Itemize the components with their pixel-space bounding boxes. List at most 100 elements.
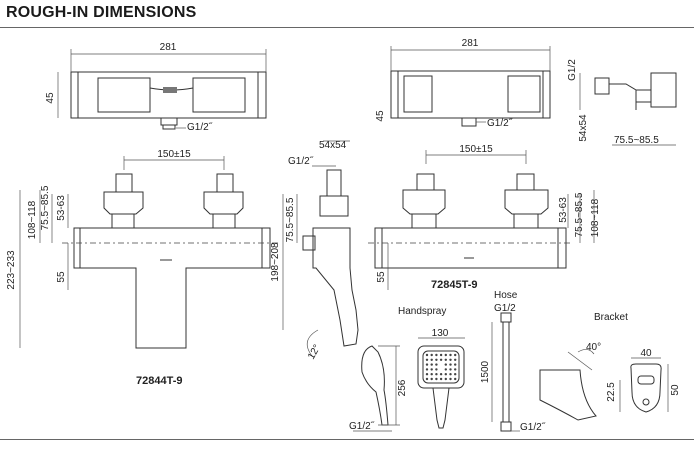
- nozzle-dot: [430, 368, 433, 371]
- dim-281-a: 281: [160, 42, 177, 53]
- nozzle-dot: [449, 353, 452, 357]
- nozzle-dot: [449, 377, 452, 381]
- dim-1500: 1500: [480, 360, 491, 383]
- nozzle-dot: [425, 377, 429, 381]
- valve-front-body-2: [374, 227, 567, 269]
- dim-281-b: 281: [462, 38, 479, 49]
- dim-256: 256: [397, 379, 408, 396]
- nozzle-dot: [430, 363, 433, 366]
- nozzle-dot: [425, 358, 429, 361]
- hose-label: Hose: [494, 290, 518, 301]
- dim-45-b: 45: [375, 110, 386, 122]
- dim-75-c: 75.5~85.5: [574, 192, 585, 237]
- dim-angle-40: 40°: [586, 342, 601, 353]
- nozzle-dot: [444, 368, 447, 371]
- nozzle-dot: [430, 353, 433, 357]
- spout-side-body: [312, 227, 359, 347]
- dim-45-a: 45: [45, 92, 56, 104]
- spray-handle-front: [432, 387, 450, 429]
- nozzle-dot: [449, 358, 452, 361]
- nozzle-dot: [425, 353, 429, 357]
- nozzle-dot: [435, 368, 438, 371]
- nozzle-dot: [444, 373, 447, 376]
- top-divider: [0, 27, 694, 28]
- dim-108-a: 108~118: [27, 200, 38, 239]
- dim-75-a: 75.5~85.5: [40, 185, 51, 230]
- valve-body-outline-2: [390, 70, 551, 119]
- top-view-72844: 281 45 G1/2˝: [45, 42, 267, 133]
- nozzle-dot: [444, 358, 447, 361]
- valve-front-body: [73, 227, 271, 349]
- nozzle-dot: [444, 363, 447, 366]
- dim-50: 50: [670, 384, 681, 396]
- nozzle-dot: [435, 353, 438, 357]
- nozzle-dot: [425, 368, 429, 371]
- dim-198: 198~208: [270, 242, 281, 282]
- nozzle-dot: [454, 363, 457, 366]
- dim-g12-e: G1/2˝: [349, 420, 375, 432]
- dim-54x54-a: 54x54: [319, 140, 347, 151]
- nozzle-dot: [439, 358, 443, 361]
- nozzle-dot: [444, 377, 447, 381]
- dim-53-b: 53-63: [558, 197, 569, 223]
- nozzle-dot: [449, 373, 452, 376]
- dim-g12-c: G1/2: [567, 59, 578, 81]
- dim-150-b: 150±15: [459, 144, 493, 155]
- dim-g12-a: G1/2˝: [187, 121, 213, 133]
- nozzle-dot: [449, 363, 452, 366]
- dim-g12-f: G1/2: [494, 303, 516, 314]
- nozzle-dot: [430, 377, 433, 381]
- bracket-label: Bracket: [594, 312, 628, 323]
- dim-75-side: 75.5~85.5: [614, 135, 659, 146]
- dim-angle-12: 12°: [306, 343, 323, 362]
- nozzle-dot: [430, 358, 433, 361]
- bracket-drawing: Bracket 40° 40 50 22.5: [539, 312, 681, 421]
- nozzle-dot: [454, 377, 457, 381]
- dim-53-a: 53-63: [56, 195, 67, 221]
- nozzle-dot: [454, 368, 457, 371]
- nozzle-dot: [425, 363, 429, 366]
- nozzle-dot: [449, 368, 452, 371]
- nozzle-dot: [454, 358, 457, 361]
- nozzle-dot: [439, 377, 443, 381]
- dim-22-5: 22.5: [606, 382, 617, 402]
- hose-drawing: Hose G1/2 1500 G1/2˝: [480, 290, 546, 433]
- page-title: ROUGH-IN DIMENSIONS: [6, 4, 197, 21]
- top-view-72845: 281 45 G1/2˝: [375, 38, 551, 129]
- valve-body-outline: [70, 71, 267, 119]
- dim-g12-d: G1/2˝: [288, 155, 314, 167]
- dim-g12-g: G1/2˝: [520, 421, 546, 433]
- nozzle-dot: [454, 373, 457, 376]
- dim-g12-b: G1/2˝: [487, 117, 513, 129]
- dim-55-a: 55: [56, 271, 67, 283]
- nozzle-dot: [425, 373, 429, 376]
- nozzle-dot: [435, 373, 438, 376]
- dim-75-b: 75.5~85.5: [285, 197, 296, 242]
- dim-54x54-side: 54x54: [578, 114, 589, 142]
- nozzle-dot: [454, 353, 457, 357]
- handspray-drawing: Handspray 130 256 G1/2˝: [349, 306, 465, 432]
- side-view-72844: 54x54 G1/2˝ 198~208 75.5~85.5 12°: [270, 140, 359, 362]
- front-view-72845: 150±15 53-63 75.5~85.5 108~118 55 72845T…: [368, 144, 601, 291]
- dim-55-b: 55: [376, 271, 387, 283]
- nozzle-dot: [439, 353, 443, 357]
- handspray-label: Handspray: [398, 306, 446, 317]
- dim-108-b: 108~118: [590, 198, 601, 237]
- model-label-72844: 72844T-9: [136, 375, 182, 387]
- dim-130: 130: [432, 328, 449, 339]
- nozzle-dot: [435, 377, 438, 381]
- nozzle-dot: [435, 363, 438, 366]
- dim-40: 40: [640, 348, 652, 359]
- nozzle-dot: [435, 358, 438, 361]
- bottom-divider: [0, 439, 694, 440]
- dim-223: 223~233: [6, 250, 17, 290]
- side-view-72845: G1/2 54x54 75.5~85.5: [567, 59, 677, 146]
- bracket-front: [630, 363, 662, 413]
- spout-outlet: [163, 87, 177, 93]
- front-view-72844: 150±15 223~233 108~118 75.5~85.5 53-63 5…: [6, 149, 278, 387]
- nozzle-dot: [439, 373, 443, 376]
- spray-handle-side: [361, 345, 389, 426]
- nozzle-dot: [444, 353, 447, 357]
